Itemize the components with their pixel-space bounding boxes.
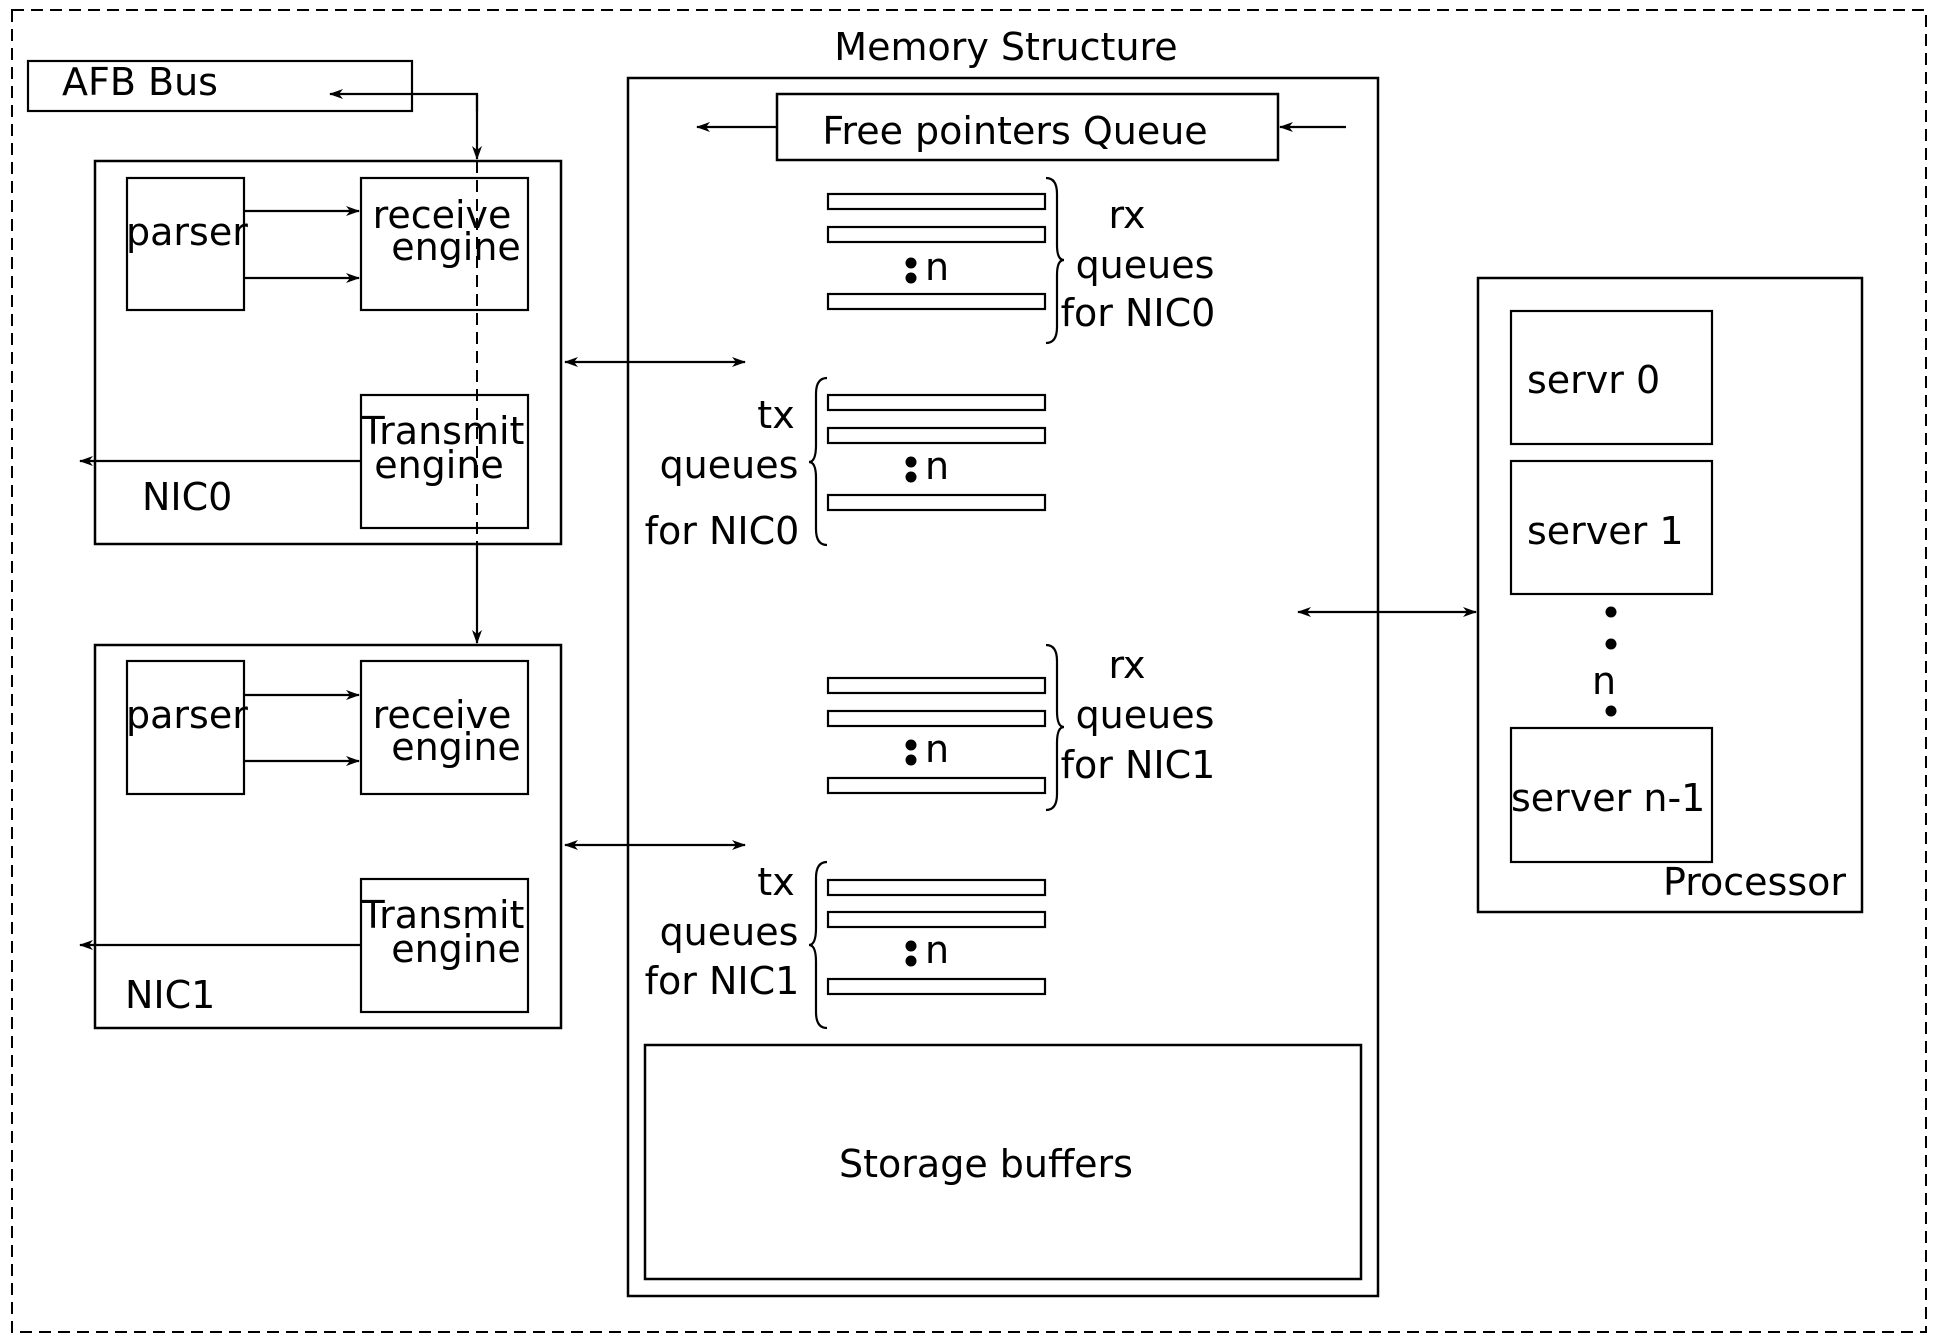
queue-bar	[826, 709, 1047, 728]
afb-bus-return-arrow	[329, 89, 479, 111]
tx-nic1-label-3: for NIC1	[645, 959, 800, 1003]
tx-nic1-label-1: tx	[757, 860, 794, 904]
free-pointers-queue-label: Free pointers Queue	[822, 109, 1207, 153]
tx-nic0-label-2: queues	[660, 443, 799, 487]
nic0-label: NIC0	[142, 475, 232, 519]
nic1-receive-engine-box	[359, 659, 530, 796]
ellipsis-dot	[905, 456, 917, 468]
rx-nic1-label-3: for NIC1	[1061, 743, 1216, 787]
rx-nic0-label-3: for NIC0	[1061, 291, 1216, 335]
server-0-box	[1509, 309, 1714, 446]
nic0-parser-label: parser	[126, 210, 248, 254]
queue-count-n: n	[925, 444, 949, 488]
nic1-parser-box	[125, 659, 246, 796]
outer-frame	[11, 9, 1927, 1333]
queue-bar	[826, 292, 1047, 311]
nic1-transmit-label: Transmit	[361, 893, 525, 937]
rx-nic0-brace	[1045, 176, 1065, 345]
rx-nic1-label-1: rx	[1108, 643, 1145, 687]
afb-bus-box	[26, 59, 414, 113]
ellipsis-dot	[905, 739, 917, 751]
ellipsis-dot	[1605, 705, 1617, 717]
processor-box	[1476, 276, 1864, 914]
server-1-box	[1509, 459, 1714, 596]
nic0-receive-label: receive	[373, 193, 512, 237]
queue-count-n: n	[925, 245, 949, 289]
nic0-transmit-engine-label: engine	[374, 443, 504, 487]
server-1-label: server 1	[1527, 509, 1684, 553]
rx-nic0-label-1: rx	[1108, 193, 1145, 237]
server-n-1-label: server n-1	[1511, 776, 1705, 820]
queue-bar	[826, 776, 1047, 795]
nic1-receive-label: receive	[373, 693, 512, 737]
ellipsis-dot	[905, 754, 917, 766]
ellipsis-dot	[905, 940, 917, 952]
tx-nic0-label-3: for NIC0	[645, 509, 800, 553]
rx-queues-nic0: n rx queues for NIC0	[826, 176, 1216, 345]
queue-count-n: n	[925, 727, 949, 771]
nic1: parser receive engine Transmit engine NI…	[79, 643, 746, 1030]
queue-bar	[826, 977, 1047, 996]
server-0-label: servr 0	[1527, 358, 1660, 402]
tx-nic1-label-2: queues	[660, 910, 799, 954]
tx-queues-nic1: n tx queues for NIC1	[645, 860, 1047, 1030]
ellipsis-dot	[1605, 606, 1617, 618]
nic0-receive-engine-box	[359, 176, 530, 312]
ellipsis-dot	[905, 955, 917, 967]
rx-nic1-brace	[1045, 643, 1065, 812]
queue-bar	[826, 878, 1047, 897]
queue-bar	[826, 493, 1047, 512]
tx-nic1-brace	[808, 860, 828, 1030]
memory-structure-title: Memory Structure	[834, 25, 1177, 69]
processor-label: Processor	[1663, 860, 1846, 904]
nic0: parser receive engine Transmit engine NI…	[79, 159, 746, 546]
tx-nic0-label-1: tx	[757, 393, 794, 437]
queue-bar	[826, 192, 1047, 211]
nic0-transmit-label: Transmit	[361, 409, 525, 453]
ellipsis-dot	[905, 272, 917, 284]
server-n-1-box	[1509, 726, 1714, 864]
queue-bar	[826, 393, 1047, 412]
tx-nic0-brace	[808, 376, 828, 547]
nic1-label: NIC1	[125, 973, 215, 1017]
memory-structure-box	[626, 76, 1380, 1298]
nic1-receive-engine-label: engine	[391, 725, 521, 769]
nic0-receive-engine-label: engine	[391, 225, 521, 269]
nic0-parser-box	[125, 176, 246, 312]
queue-bar	[826, 910, 1047, 929]
afb-bus-label: AFB Bus	[62, 60, 218, 104]
nic1-transmit-engine-label: engine	[391, 927, 521, 971]
storage-buffers-box	[643, 1043, 1363, 1281]
queue-bar	[826, 225, 1047, 244]
nic1-box	[93, 643, 563, 1030]
queue-bar	[826, 676, 1047, 695]
ellipsis-dot	[905, 471, 917, 483]
rx-queues-nic1: n rx queues for NIC1	[826, 643, 1216, 812]
nic0-box	[93, 159, 563, 546]
ellipsis-dot	[905, 257, 917, 269]
rx-nic0-label-2: queues	[1076, 243, 1215, 287]
queue-bar	[826, 426, 1047, 445]
rx-nic1-label-2: queues	[1076, 693, 1215, 737]
queue-count-n: n	[925, 928, 949, 972]
processor: servr 0 server 1 n server n-1 Processor	[1476, 276, 1864, 914]
ellipsis-dot	[1605, 638, 1617, 650]
nic1-parser-label: parser	[126, 693, 248, 737]
server-count-n: n	[1592, 659, 1616, 703]
tx-queues-nic0: n tx queues for NIC0	[645, 376, 1047, 553]
storage-buffers-label: Storage buffers	[839, 1142, 1133, 1186]
